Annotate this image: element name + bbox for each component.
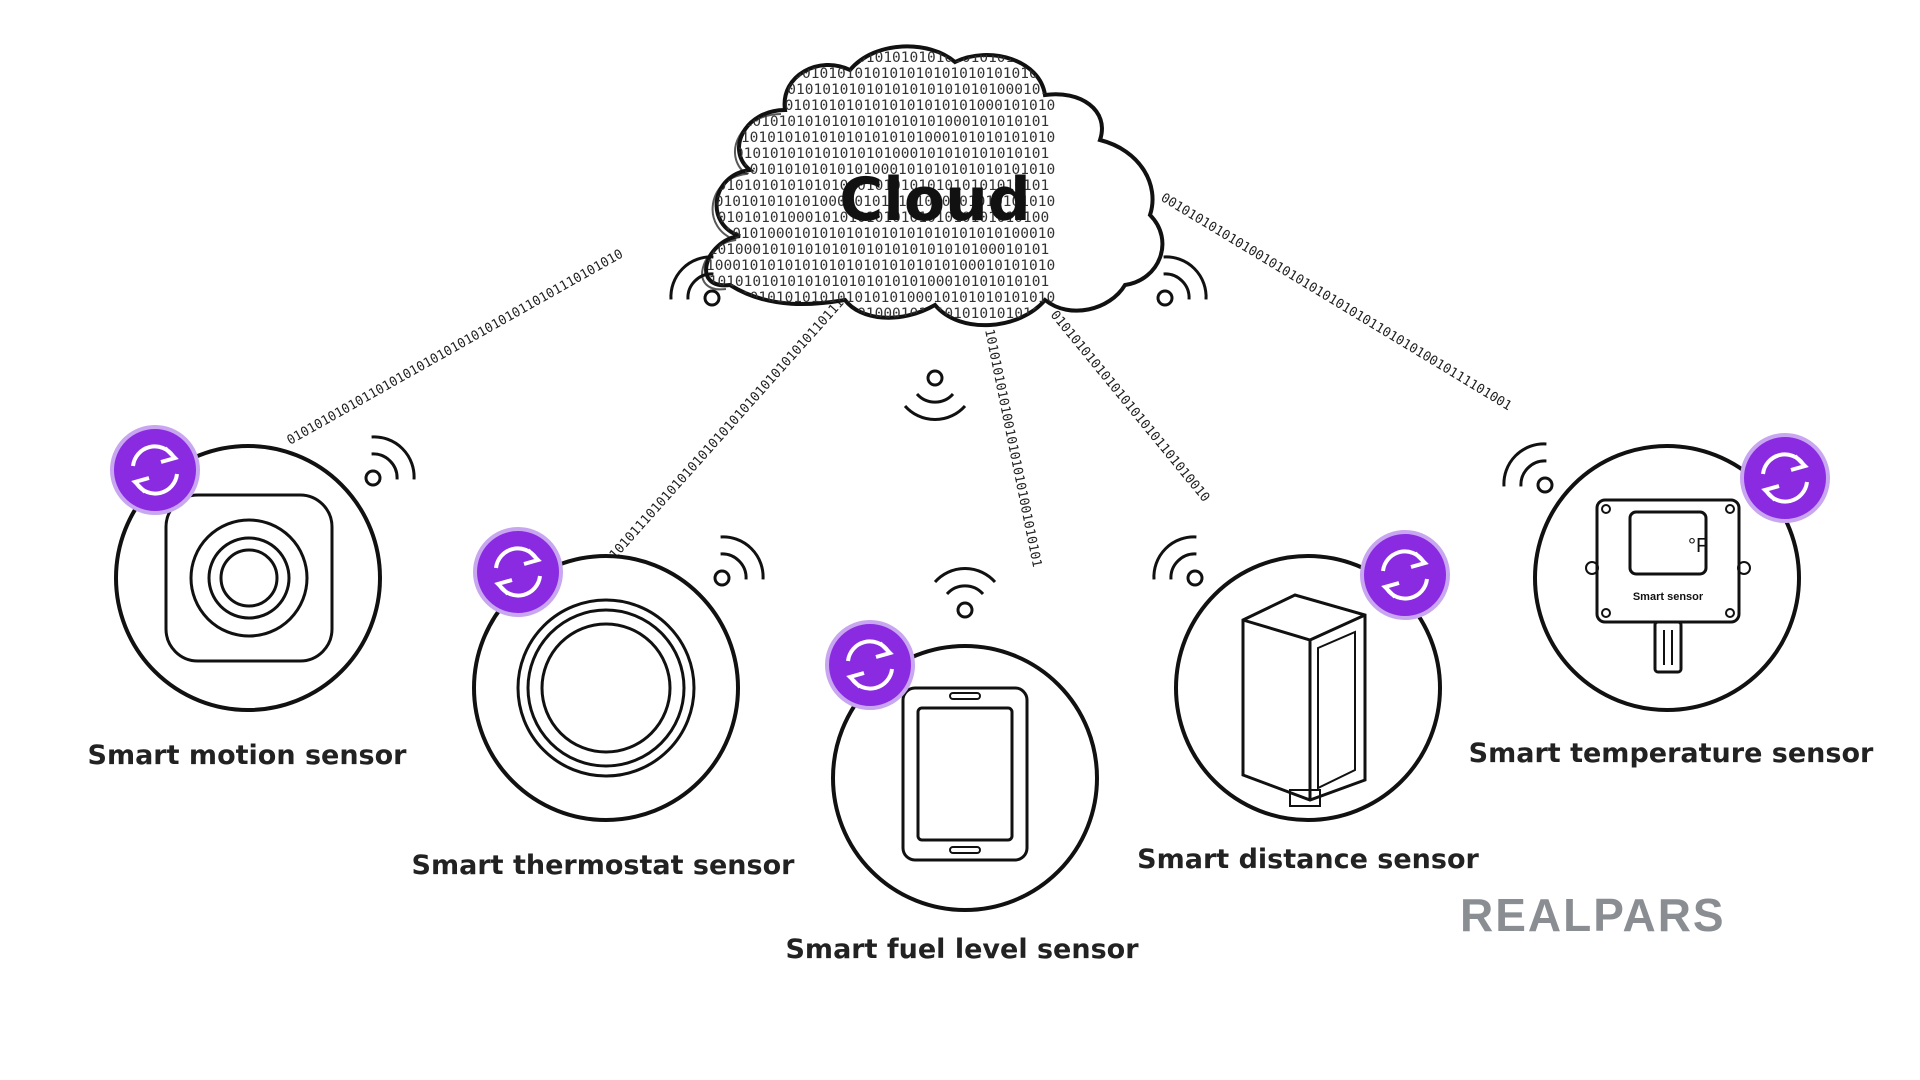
cloud-binary-line: 0101010101000101010101010101010101010100 <box>700 210 1049 226</box>
sensor-fuel-level[interactable] <box>825 620 1099 912</box>
sync-icon-fuel-level <box>825 620 915 710</box>
cloud-binary-line: 1010101010101010101010100010101010101010 <box>706 290 1055 306</box>
sensor-thermostat[interactable] <box>472 527 740 822</box>
temperature-sensor-device: °F Smart sensor <box>1585 498 1751 674</box>
fuel-level-tablet-device <box>901 686 1029 862</box>
label-fuel-level-sensor: Smart fuel level sensor <box>785 934 1139 965</box>
data-stream-distance: 0101010101010101010101101010010 <box>1047 308 1212 505</box>
cloud-binary-line: 0101000101010101010101010101010100010101 <box>700 242 1049 258</box>
sync-icon-motion <box>110 425 200 515</box>
cloud-binary-line: 1010101010001010101010101010101010101000 <box>706 66 1055 82</box>
cloud-binary-line: 0001010101010101010101010101000101010101 <box>700 114 1049 130</box>
sensor-distance[interactable] <box>1174 530 1450 822</box>
wifi-icon-distance <box>1152 535 1204 587</box>
data-stream-fuel-level: 1010101010100101010101001010101 <box>981 328 1044 569</box>
sensor-temperature[interactable]: °F Smart sensor <box>1533 433 1830 712</box>
wifi-icon-fuel-level <box>933 567 997 619</box>
cloud-binary-line: 1010001010101010101010101010101000101010 <box>706 98 1055 114</box>
temperature-device-caption: Smart sensor <box>1633 591 1704 603</box>
sync-icon-distance <box>1360 530 1450 620</box>
sensor-motion[interactable] <box>110 425 382 712</box>
sync-icon-thermostat <box>473 527 563 617</box>
data-stream-motion: 0101010101011010101010101010101010110101… <box>285 247 626 449</box>
cloud-binary-line: 0101010101010101010100010101010101010101 <box>700 306 1049 322</box>
cloud-binary-line: 1010101010101000101010101010101010101010 <box>706 194 1055 210</box>
cloud: 0101010101010001010101010101010101010101… <box>700 44 1165 327</box>
wifi-icon-thermostat <box>713 535 765 587</box>
realpars-logo: REALPARS <box>1460 889 1726 941</box>
wifi-icon-temperature <box>1502 442 1554 494</box>
svg-text:001010101010100101010101010101: 0010101010101001010101010101010110101010… <box>1158 191 1514 415</box>
motion-sensor-device <box>164 493 334 663</box>
thermostat-device <box>516 598 696 778</box>
sync-icon-temperature <box>1740 433 1830 523</box>
data-stream-thermostat: 1010111010101010101010101010101010101011… <box>607 296 848 563</box>
cloud-binary-line: 1010101010101010101000101010101010101010 <box>706 162 1055 178</box>
wifi-icon-cloud-right <box>1156 255 1208 307</box>
svg-text:010101010101101010101010101010: 0101010101011010101010101010101010110101… <box>285 247 626 449</box>
svg-text:101010101010010101010100101010: 1010101010100101010101001010101 <box>981 328 1044 569</box>
cloud-binary-line: 0101010101010101010101010100010101010101 <box>700 274 1049 290</box>
label-distance-sensor: Smart distance sensor <box>1137 844 1479 875</box>
wifi-icon-cloud-center <box>903 369 967 421</box>
distance-sensor-device <box>1241 593 1367 807</box>
wifi-icon-cloud-left <box>669 255 721 307</box>
cloud-binary-line: 0101010001010101010101010101010101000101 <box>700 82 1049 98</box>
cloud-binary-line: 0101010101010101010101000101010101010101 <box>700 146 1049 162</box>
label-motion-sensor: Smart motion sensor <box>87 740 407 771</box>
label-temperature-sensor: Smart temperature sensor <box>1468 738 1874 769</box>
cloud-binary-line: 0101010101010101000101010101010101010101 <box>700 178 1049 194</box>
svg-text:010101010101010101010110101001: 0101010101010101010101101010010 <box>1047 308 1212 505</box>
wifi-icon-motion <box>364 435 416 487</box>
label-thermostat-sensor: Smart thermostat sensor <box>411 850 795 881</box>
cloud-binary-line: 1000101010101010101010101010100010101010 <box>706 258 1055 274</box>
data-stream-temperature: 0010101010101001010101010101010110101010… <box>1158 191 1514 415</box>
cloud-binary-line: 1010101000101010101010101010101010100010 <box>706 226 1055 242</box>
cloud-binary-texture: 0101010101010001010101010101010101010101… <box>700 50 1055 322</box>
cloud-title: Cloud <box>839 165 1030 235</box>
cloud-binary-line: 1010101010101010101010101000101010101010 <box>706 130 1055 146</box>
temperature-unit-display: °F <box>1688 535 1708 557</box>
svg-text:101011101010101010101010101010: 1010111010101010101010101010101010101011… <box>607 296 848 563</box>
